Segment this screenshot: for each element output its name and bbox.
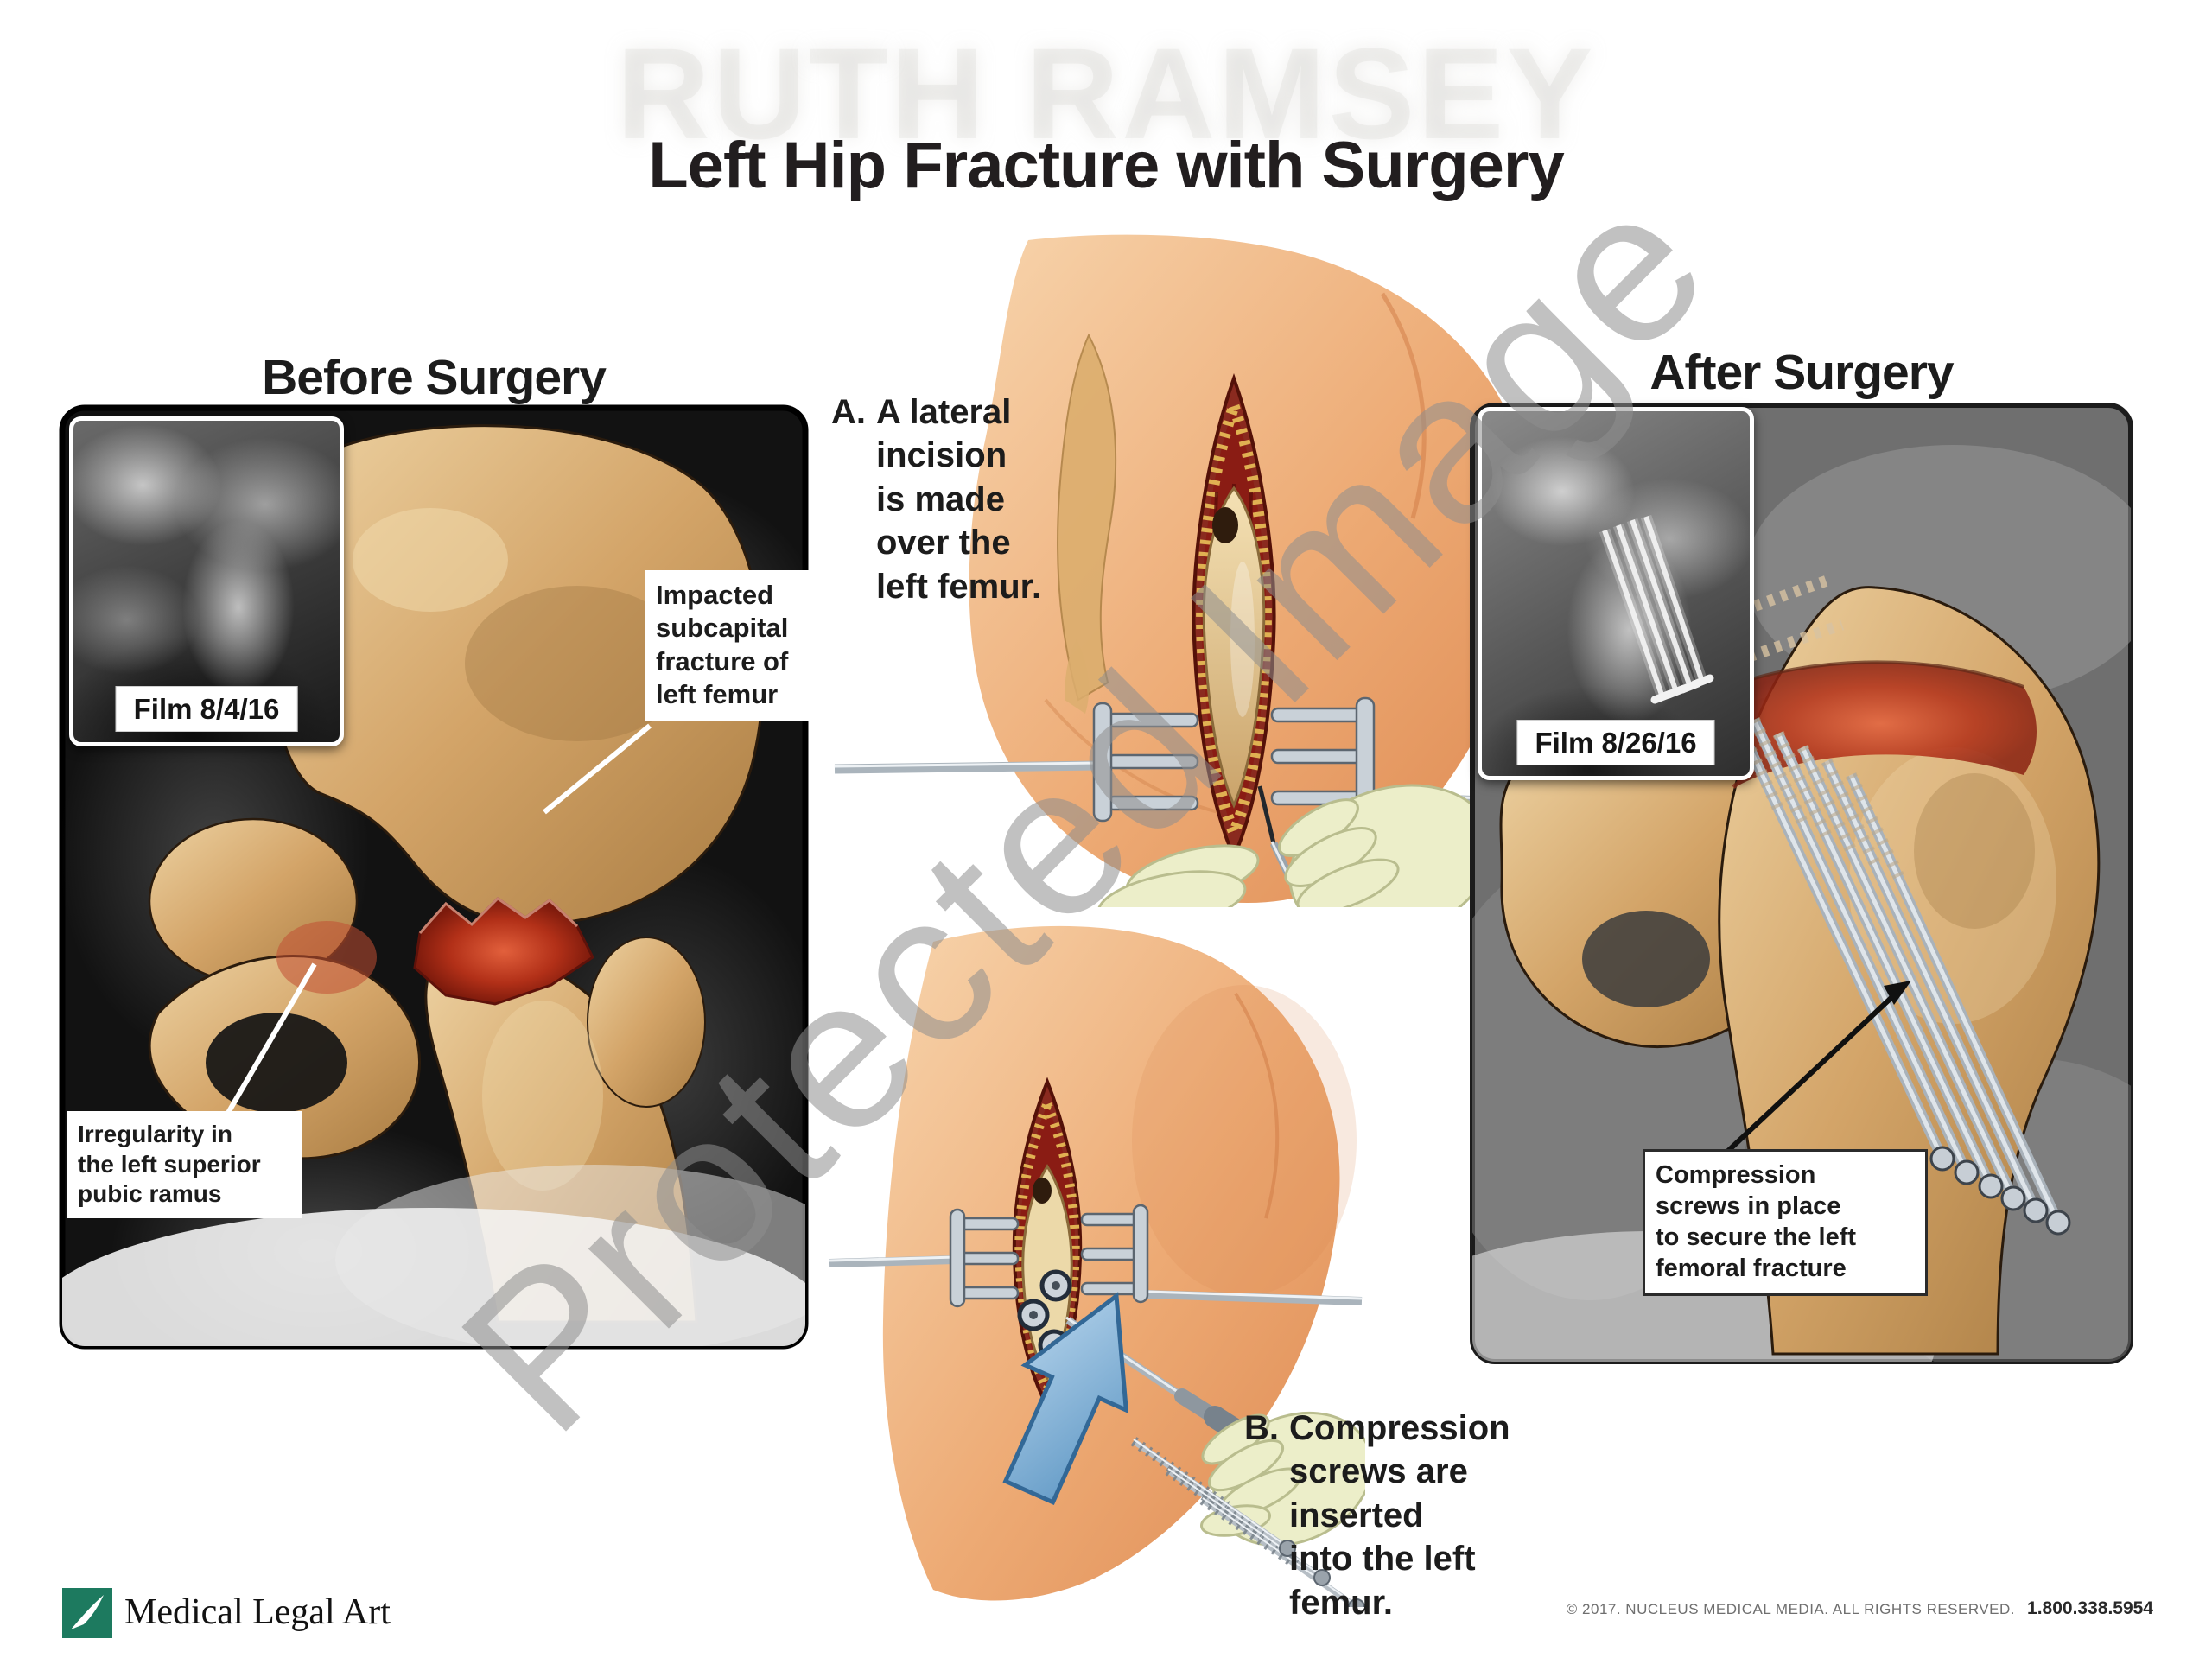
- after-xray-inset: Film 8/26/16: [1478, 407, 1754, 780]
- after-surgery-panel: Film 8/26/16: [1469, 402, 2134, 1365]
- retractor-left: [834, 702, 1199, 823]
- leader-line-ramus: [226, 962, 317, 1115]
- screw-insertion-step-illustration: [829, 916, 1373, 1616]
- retractor-left: [829, 1208, 1020, 1308]
- leader-arrowhead: [1884, 981, 1911, 1005]
- copyright-phone: 1.800.338.5954: [2027, 1598, 2153, 1618]
- copyright-line: © 2017. NUCLEUS MEDICAL MEDIA. ALL RIGHT…: [1567, 1598, 2153, 1619]
- before-surgery-illustration: [59, 404, 809, 1350]
- fracture-annotation: Impacted subcapital fracture of left fem…: [645, 570, 832, 721]
- xray-screws-illustration: [1599, 514, 1714, 704]
- copyright-text: © 2017. NUCLEUS MEDICAL MEDIA. ALL RIGHT…: [1566, 1601, 2016, 1617]
- brand-name: Medical Legal Art: [124, 1592, 391, 1632]
- after-surgery-heading: After Surgery: [1649, 345, 1954, 400]
- pubic-ramus-annotation: Irregularity in the left superior pubic …: [67, 1111, 302, 1219]
- leader-arrow-line: [1726, 990, 1899, 1153]
- leader-line-fracture: [543, 723, 652, 815]
- before-surgery-heading: Before Surgery: [262, 350, 607, 405]
- step-b-text: Compression screws are inserted into the…: [1289, 1409, 1510, 1622]
- step-b-label: B.: [1244, 1409, 1279, 1447]
- compression-screws: [1724, 703, 2071, 1236]
- after-film-label: Film 8/26/16: [1516, 720, 1715, 765]
- medical-legal-art-logo-icon: [62, 1588, 112, 1638]
- step-a-label: A.: [831, 393, 866, 431]
- before-film-label: Film 8/4/16: [115, 686, 298, 732]
- step-a-caption: A. A lateral incision is made over the l…: [831, 391, 1084, 608]
- loose-screws: [1130, 1437, 1365, 1616]
- before-xray-inset: Film 8/4/16: [69, 416, 344, 746]
- before-surgery-panel: Film 8/4/16: [59, 404, 809, 1350]
- page-title: Left Hip Fracture with Surgery: [648, 129, 1565, 202]
- step-a-text: A lateral incision is made over the left…: [876, 393, 1042, 606]
- retractor-right: [1080, 1204, 1363, 1305]
- redacted-patient-name: RUTH RAMSEY: [616, 21, 1596, 166]
- incision-step-illustration: [830, 233, 1555, 941]
- compression-screws-annotation: Compression screws in place to secure th…: [1643, 1149, 1928, 1296]
- step-b-caption: B. Compression screws are inserted into …: [1244, 1407, 1535, 1624]
- pointer-arrow: [1002, 1292, 1129, 1506]
- exposed-femur: [1202, 486, 1266, 809]
